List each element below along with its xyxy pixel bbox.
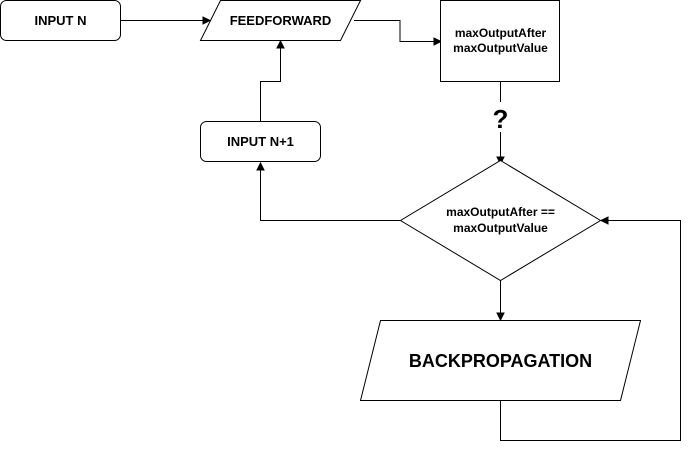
input-n1-label: INPUT N+1 [227, 134, 294, 149]
decision-node [399, 159, 602, 282]
edge-input-n1-to-feedforward [260, 48, 281, 122]
feedforward-node [199, 0, 362, 41]
max-output-node [440, 0, 560, 82]
input-n1-node [200, 121, 321, 162]
edge-decision-to-input-n1 [260, 170, 400, 221]
decision-label-line1: maxOutputAfter == [446, 205, 555, 219]
edge-decision-to-input-n1-arrowhead [256, 161, 265, 171]
backpropagation-label: BACKPROPAGATION [409, 351, 592, 371]
max-output-label-line1: maxOutputAfter [455, 26, 547, 40]
question-label-background [488, 102, 512, 132]
input-n-node [0, 0, 121, 41]
edge-feedforward-to-max-output-arrowhead [433, 37, 443, 46]
question-label: ? [493, 104, 509, 134]
decision-label-line2: maxOutputValue [453, 221, 548, 235]
max-output-label-line2: maxOutputValue [453, 41, 548, 55]
edge-backpropagation-to-decision [500, 220, 681, 441]
input-n-label: INPUT N [35, 13, 87, 28]
edge-input-n1-to-feedforward-arrowhead [276, 39, 285, 49]
edge-backpropagation-to-decision-arrowhead [599, 216, 609, 225]
backpropagation-node [359, 320, 642, 401]
edge-decision-to-backpropagation-arrowhead [496, 312, 505, 322]
edge-input-n-to-feedforward-arrowhead [202, 16, 212, 25]
edge-feedforward-to-max-output [354, 20, 434, 42]
feedforward-label: FEEDFORWARD [230, 13, 332, 28]
